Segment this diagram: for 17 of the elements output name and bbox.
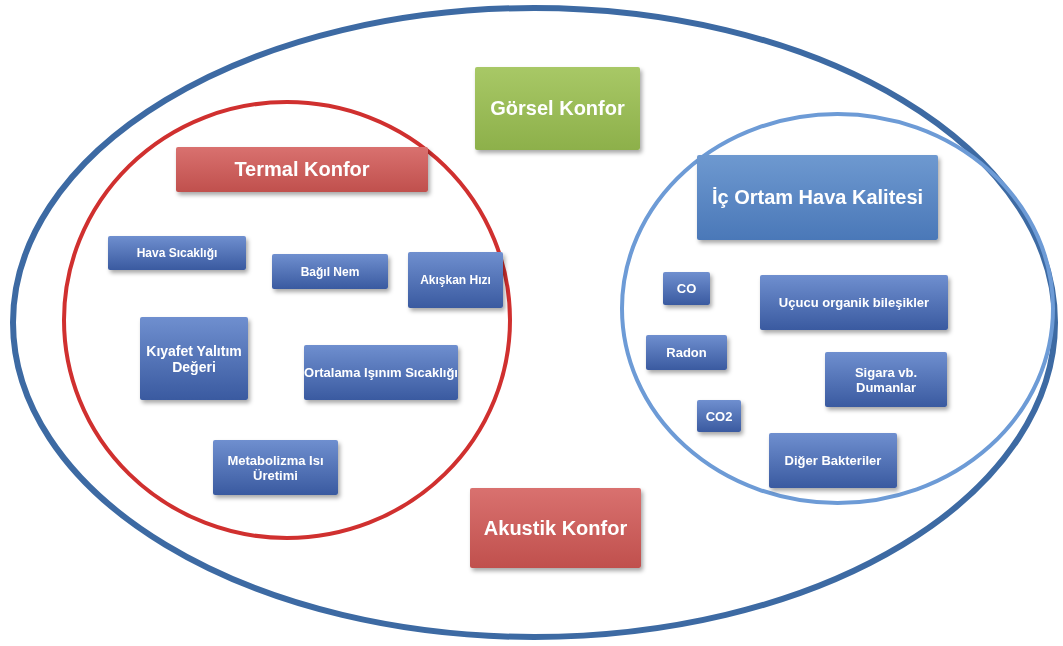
factor-box: Kıyafet Yalıtım Değeri [140, 317, 248, 400]
category-box: Termal Konfor [176, 147, 428, 192]
factor-box: Ortalama Işınım Sıcaklığı [304, 345, 458, 400]
factor-box: Diğer Bakteriler [769, 433, 897, 488]
category-box: Görsel Konfor [475, 67, 640, 150]
factor-box: Sigara vb. Dumanlar [825, 352, 947, 407]
factor-box: Metabolizma Isı Üretimi [213, 440, 338, 495]
factor-box: CO2 [697, 400, 741, 432]
factor-box: Hava Sıcaklığı [108, 236, 246, 270]
factor-box: Radon [646, 335, 727, 370]
factor-box: Bağıl Nem [272, 254, 388, 289]
factor-box: Akışkan Hızı [408, 252, 503, 308]
category-box: İç Ortam Hava Kalitesi [697, 155, 938, 240]
factor-box: Uçucu organik bileşikler [760, 275, 948, 330]
category-box: Akustik Konfor [470, 488, 641, 568]
outer-ellipse [10, 5, 1058, 640]
factor-box: CO [663, 272, 710, 305]
